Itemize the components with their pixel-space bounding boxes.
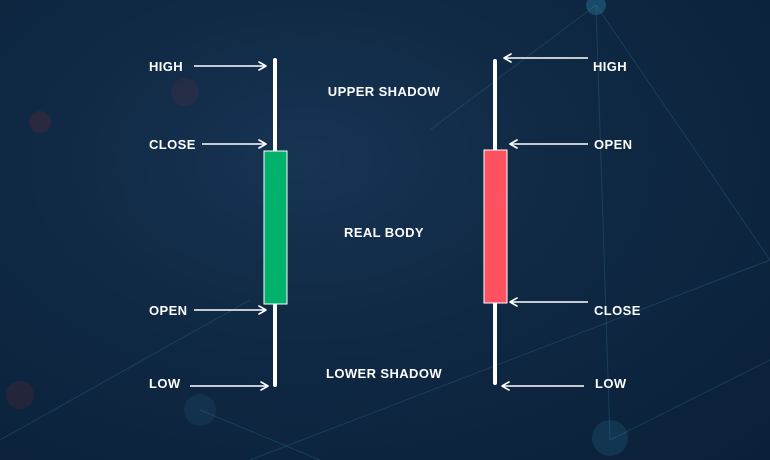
- bullish-open-label: OPEN: [149, 303, 188, 318]
- bullish-high-label: HIGH: [149, 59, 184, 74]
- bearish-open-label: OPEN: [594, 137, 633, 152]
- bullish-body: [263, 150, 288, 305]
- lower-shadow-label: LOWER SHADOW: [325, 366, 443, 381]
- bullish-low-label: LOW: [149, 376, 181, 391]
- bearish-high-label: HIGH: [593, 59, 628, 74]
- real-body-label: REAL BODY: [344, 225, 424, 240]
- bearish-body: [483, 149, 508, 304]
- bullish-close-label: CLOSE: [149, 137, 196, 152]
- bearish-low-label: LOW: [595, 376, 627, 391]
- upper-shadow-label: UPPER SHADOW: [327, 84, 441, 99]
- bearish-close-label: CLOSE: [594, 303, 641, 318]
